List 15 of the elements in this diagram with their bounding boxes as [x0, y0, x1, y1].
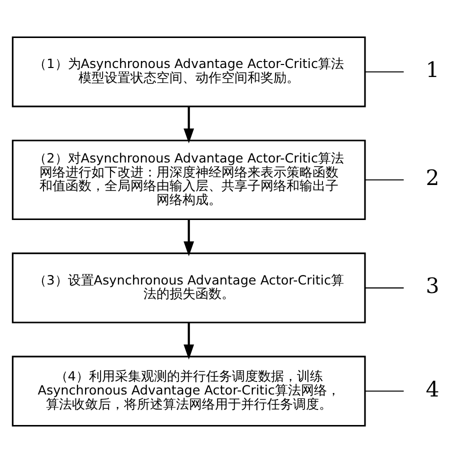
connector: [365, 286, 404, 288]
connector: [365, 70, 404, 72]
node-text: 3: [426, 274, 440, 299]
node-text: 1: [426, 58, 440, 83]
arrow: [184, 322, 194, 359]
connector: [365, 390, 404, 392]
node-box: （2）对Asynchronous Advantage Actor-Critic算法网络进行如下改进：用深度神经网络来表示策略函数和值函数，全局网络由输入层、共享子网络和输出子网络构成。: [12, 139, 366, 220]
node-box: （1）为Asynchronous Advantage Actor-Critic算法模型设置状态空间、动作空间和奖励。: [12, 36, 366, 107]
arrow: [184, 106, 194, 143]
node-text: 2: [426, 166, 440, 191]
arrow: [184, 218, 194, 256]
node-text: 4: [426, 376, 440, 402]
node-box: （3）设置Asynchronous Advantage Actor-Critic算法的损失函数。: [12, 252, 366, 323]
node-box: （4）利用采集观测的并行任务调度数据，训练Asynchronous Advantage Actor-Critic算法网络，算法收敛后，将所述算法网络用于并行任务调度。: [12, 355, 366, 426]
connector: [365, 178, 404, 180]
